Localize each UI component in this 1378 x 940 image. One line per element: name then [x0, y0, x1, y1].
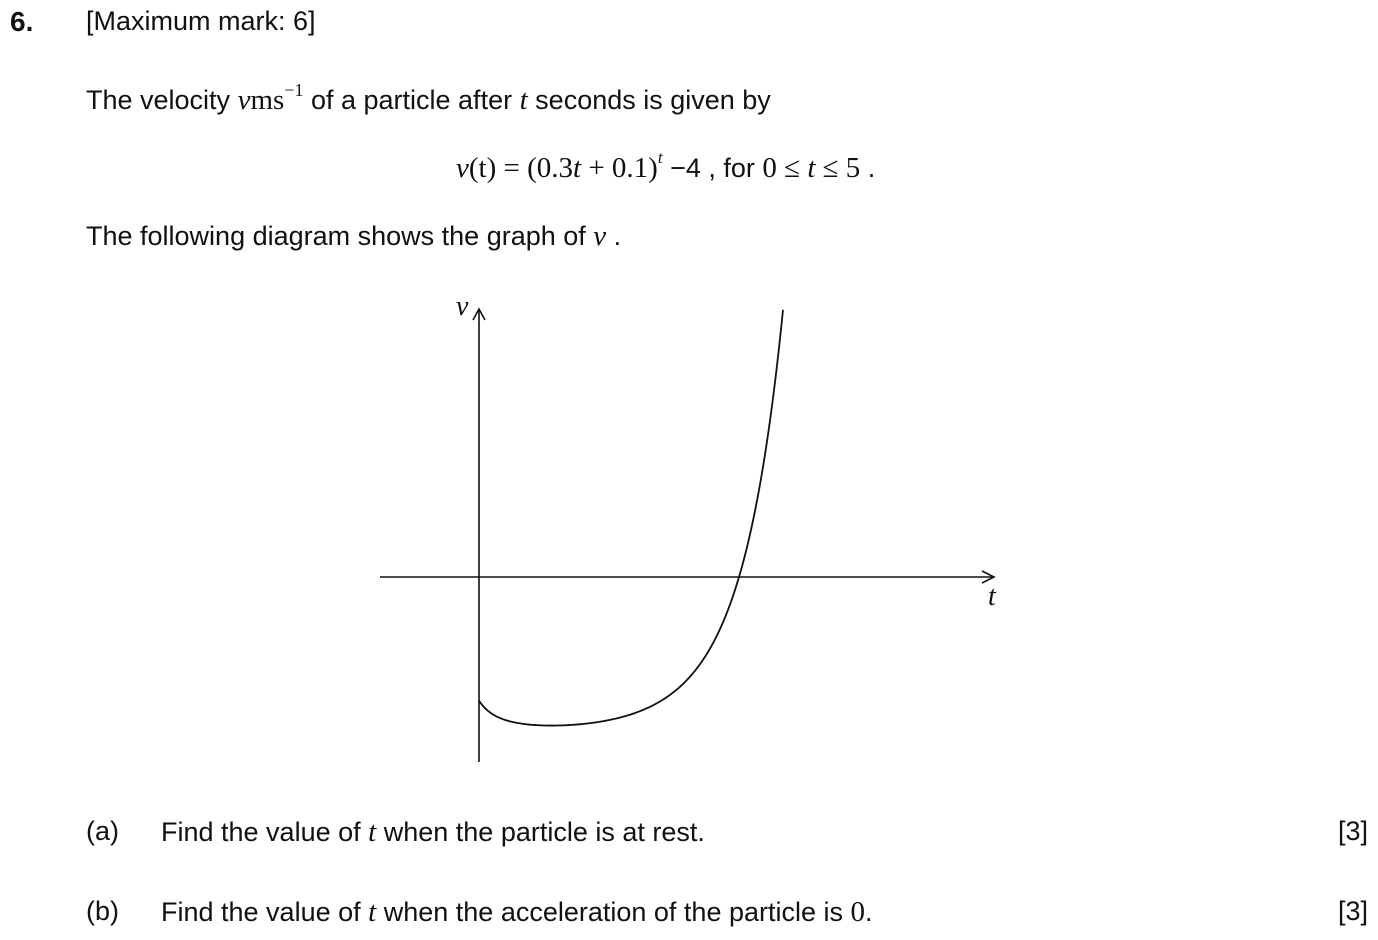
part-b-pre: Find the value of — [161, 897, 361, 927]
part-a-post: when the particle is at rest. — [383, 817, 705, 847]
v-axis-arrow — [472, 307, 486, 321]
formula-exponent: t — [657, 148, 663, 167]
velocity-graph: v t — [380, 291, 997, 762]
intro-mid: of a particle after — [310, 85, 513, 115]
diagram-intro-text: The following diagram shows the graph of — [86, 221, 586, 251]
t-axis-arrow — [981, 570, 996, 584]
question-number: 6. — [10, 6, 34, 37]
intro-pre: The velocity — [86, 85, 231, 115]
formula-period: . — [860, 153, 876, 183]
part-b-post: when the acceleration of the particle is — [383, 897, 843, 927]
intro-sentence: The velocity vms−1 of a particle after t… — [86, 81, 771, 115]
formula-inner: + 0.1) — [581, 152, 658, 184]
part-a-pre: Find the value of — [161, 817, 361, 847]
intro-post: seconds is given by — [535, 85, 771, 115]
part-a-label: (a) — [86, 816, 119, 846]
velocity-curve — [478, 309, 784, 727]
formula-eq: = (0.3 — [496, 152, 574, 184]
v-axis-label: v — [456, 291, 469, 322]
part-b-end: . — [865, 897, 873, 927]
formula-arg: (t) — [468, 152, 497, 184]
formula-for: , for — [700, 153, 763, 183]
part-b-value: 0 — [850, 896, 866, 928]
velocity-formula: v(t) = (0.3t + 0.1)t −4 , for 0 ≤ t ≤ 5 … — [456, 149, 875, 183]
formula-v: v — [456, 152, 469, 184]
part-a-var: t — [368, 816, 377, 848]
domain-five: ≤ 5 — [815, 152, 861, 184]
domain-t: t — [807, 152, 816, 184]
diagram-intro-period: . — [606, 221, 622, 251]
part-a-text: Find the value of t when the particle is… — [161, 818, 705, 847]
part-b-marks: [3] — [1337, 896, 1368, 926]
var-v: v — [237, 84, 251, 116]
part-b-label: (b) — [86, 896, 119, 926]
maximum-mark: [Maximum mark: 6] — [86, 6, 316, 36]
var-t: t — [519, 84, 528, 116]
part-b-var: t — [368, 896, 377, 928]
t-axis-label: t — [988, 581, 997, 612]
formula-t: t — [573, 152, 582, 184]
part-a-marks: [3] — [1337, 816, 1368, 846]
diagram-intro-var: v — [593, 220, 607, 252]
formula-minus4: −4 — [662, 153, 701, 183]
unit-exponent: −1 — [284, 80, 304, 100]
domain-zero: 0 ≤ — [762, 152, 808, 184]
part-b-text: Find the value of t when the acceleratio… — [161, 898, 873, 927]
unit-ms: ms — [250, 84, 285, 116]
diagram-intro: The following diagram shows the graph of… — [86, 222, 621, 251]
